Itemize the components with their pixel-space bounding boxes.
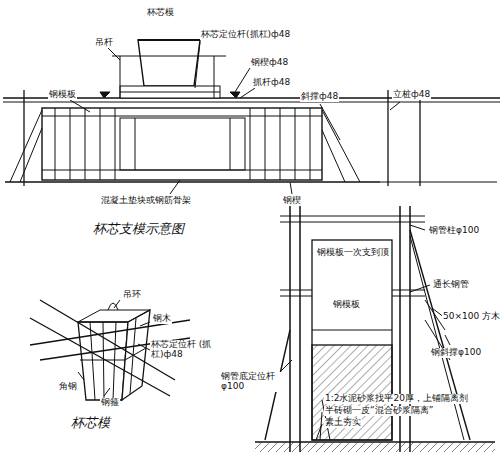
top-drawing	[3, 40, 500, 194]
part-label: 钢模板一次支到顶	[316, 248, 390, 258]
part-label: 杯芯定位杆 (抓杠)ф48	[150, 340, 222, 360]
part-label: 钢木	[152, 314, 172, 324]
column-formwork-section	[255, 206, 495, 452]
part-label: 立桩ф48	[392, 90, 431, 100]
part-label: 钢楔	[282, 196, 302, 206]
caption-text: 杯芯支模示意图	[92, 222, 185, 236]
part-label: 钢模板	[48, 90, 77, 100]
part-label: 1:2水泥砂浆找平20厚，上铺隔离剂	[324, 394, 469, 404]
part-label: 吊杆	[94, 38, 114, 48]
part-label: 半砖砌一皮“混合砂浆隔离”	[324, 406, 434, 416]
part-label: 钢斜撑φ100	[430, 348, 482, 358]
part-label: 钢管底定位杆φ100	[220, 372, 288, 392]
part-label: 混凝土垫块或钢筋骨架	[100, 196, 192, 206]
part-label: 通长钢管	[432, 280, 470, 290]
caption-text: 杯芯模	[70, 416, 111, 430]
part-label: 斜撑ф48	[300, 92, 339, 102]
part-label: 杯芯模	[146, 8, 175, 18]
part-label: 吊环	[122, 290, 142, 300]
part-label: 钢楔ф48	[250, 58, 289, 68]
part-label: 杯芯定位杆(抓杠)ф48	[200, 30, 291, 40]
part-label: 钢箍	[100, 398, 120, 408]
part-label: 50×100 方木	[442, 312, 501, 322]
part-label: 钢管柱φ100	[428, 226, 480, 236]
part-label: 钢模板	[332, 300, 361, 310]
part-label: 抓杆ф48	[252, 78, 291, 88]
part-label: 素土夯实	[324, 418, 362, 428]
part-label: 角钢	[58, 382, 78, 392]
